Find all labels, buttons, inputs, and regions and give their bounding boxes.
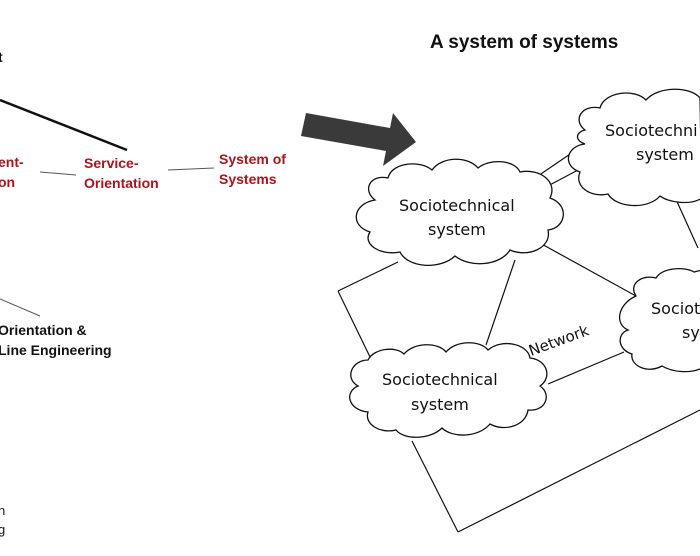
cloud-label-line2: sy <box>682 323 700 342</box>
hierarchy-line <box>0 98 128 152</box>
bottom-label-fragment-line2: g <box>0 522 5 537</box>
cloud-label-line2: system <box>636 145 694 164</box>
component-orientation-line1: ent- <box>0 154 24 170</box>
diagram-title: A system of systems <box>430 32 618 53</box>
cloud-label-line1: Sociotechnical <box>382 370 498 389</box>
component-orientation-line2: on <box>0 174 15 190</box>
cloud-label-line1: Sociotechnical <box>399 196 515 215</box>
system-of-systems-line1: System of <box>219 151 286 167</box>
cloud-top-right: Sociotechni system <box>567 88 700 207</box>
network-links <box>337 149 700 533</box>
service-orientation-line1: Service- <box>84 155 139 171</box>
connector-line <box>0 298 41 317</box>
top-label-fragment: t <box>0 49 3 65</box>
arrow-right-icon <box>301 113 416 166</box>
system-of-systems-line2: Systems <box>219 171 277 187</box>
cloud-label-line1: Sociot <box>651 299 700 318</box>
cloud-right: Sociot sy <box>618 267 700 373</box>
service-orientation-line2: Orientation <box>84 175 159 191</box>
cloud-label-line2: system <box>428 220 486 239</box>
cloud-label-line2: system <box>411 395 469 414</box>
cloud-label-line1: Sociotechni <box>605 121 698 140</box>
cloud-top-left: Sociotechnical system <box>355 158 564 267</box>
cloud-bottom-left: Sociotechnical system <box>349 342 548 438</box>
product-line-line2: Line Engineering <box>0 342 112 358</box>
network-label: Network <box>526 321 591 359</box>
product-line-line1: Orientation & <box>0 322 87 338</box>
connector-line <box>39 171 77 176</box>
bottom-label-fragment-line1: n <box>0 503 5 518</box>
connector-line <box>167 167 215 171</box>
